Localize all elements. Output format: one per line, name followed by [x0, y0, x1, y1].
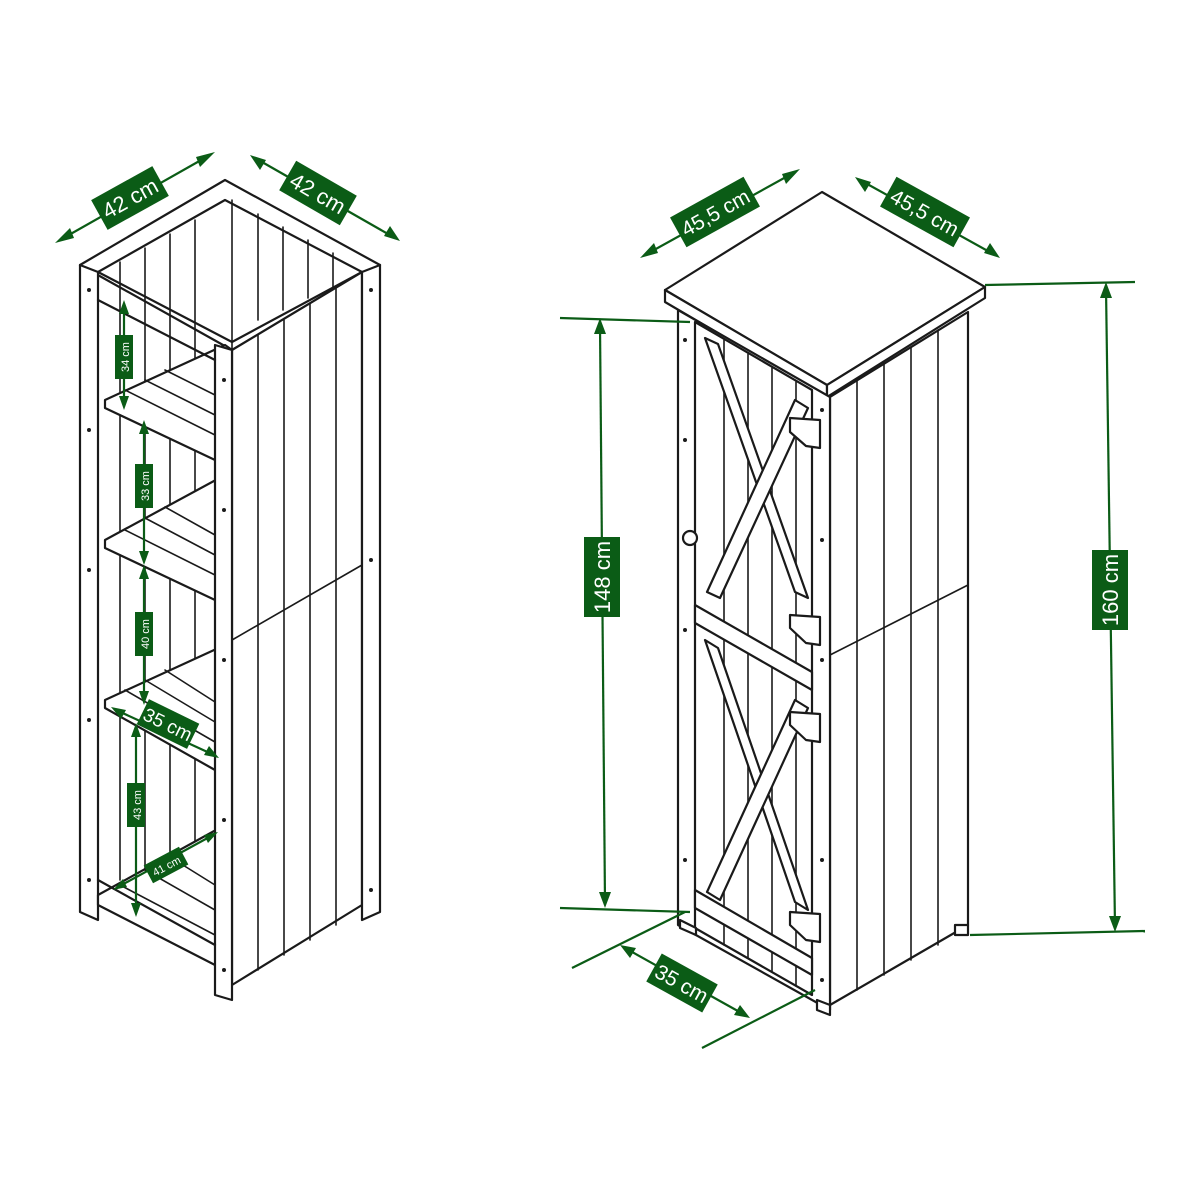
svg-text:160 cm: 160 cm — [1098, 554, 1123, 626]
cabinet-foot — [815, 998, 832, 1017]
cabinet-roof-side-edge — [825, 285, 987, 399]
cabinet-hinges — [788, 416, 822, 944]
cabinet-width-left-label: 45,5 cm — [670, 176, 760, 248]
shelf-gap-1-label: 34 cm — [115, 335, 133, 379]
shelf-screws — [87, 288, 373, 972]
cabinet-side-panel — [828, 310, 970, 1007]
shelf-boards — [96, 343, 234, 967]
svg-text:33 cm: 33 cm — [140, 471, 152, 501]
svg-text:40 cm: 40 cm — [140, 619, 152, 649]
svg-text:34 cm: 34 cm — [120, 342, 132, 372]
cabinet-screws — [683, 338, 824, 982]
cabinet-door-braces — [693, 336, 814, 977]
shelf-left-post — [78, 263, 100, 922]
shelf-front-post — [213, 343, 234, 1002]
shelf-side-slats — [231, 287, 363, 971]
cabinet-foot — [953, 923, 970, 937]
svg-text:148 cm: 148 cm — [590, 541, 615, 613]
cabinet-total-height-label: 160 cm — [1092, 550, 1128, 630]
closed-cabinet — [663, 190, 987, 1017]
cabinet-door-height-label: 148 cm — [584, 537, 620, 617]
cabinet-depth-label: 35 cm — [646, 953, 718, 1013]
shelf-dimensions: 42 cm 42 cm 34 cm 33 cm 40 cm — [55, 152, 400, 917]
shelf-gap-3-label: 40 cm — [135, 612, 153, 656]
cabinet-side-slats — [829, 329, 969, 991]
cabinet-door-knob — [681, 529, 699, 547]
svg-text:43 cm: 43 cm — [132, 790, 144, 820]
cabinet-dimensions: 45,5 cm 45,5 cm 148 cm 160 cm — [559, 169, 1146, 1049]
cabinet-foot — [678, 918, 698, 937]
open-shelf-unit — [78, 178, 382, 1002]
shelf-gap-4-label: 43 cm — [127, 783, 145, 827]
shelf-back-post — [360, 263, 382, 922]
shelf-gap-2-label: 33 cm — [135, 464, 153, 508]
